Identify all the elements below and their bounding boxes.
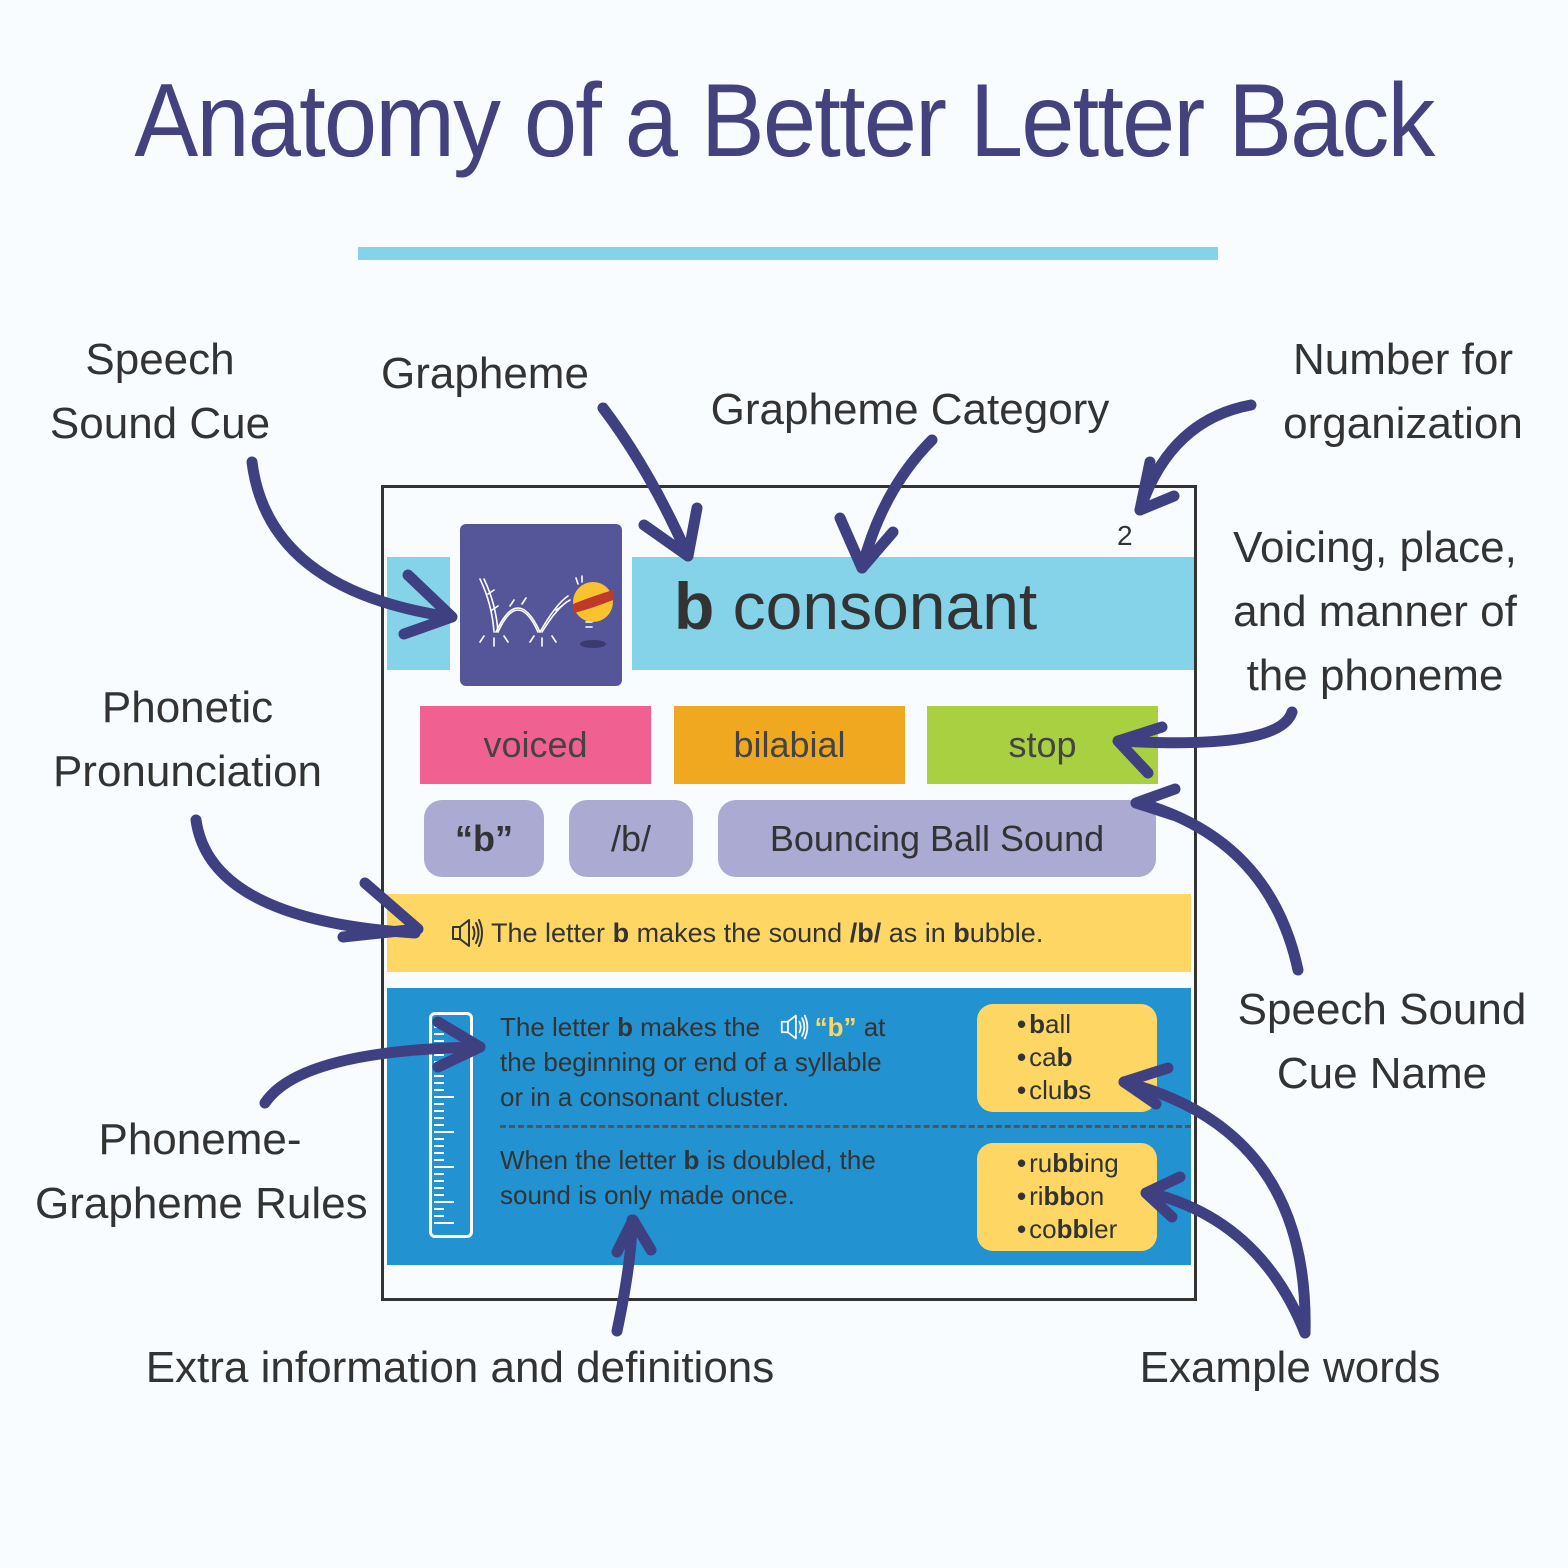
label-line: the phoneme	[1246, 651, 1504, 700]
ruler-icon	[429, 1012, 473, 1238]
rule-line: or in a consonant cluster.	[500, 1082, 790, 1112]
rule-line: The letter b makes the “b” at	[500, 1010, 885, 1045]
letter-card: 2 b consonant voiced bilabial stop “b” /…	[381, 485, 1197, 1301]
rule-text-part: at	[856, 1012, 886, 1042]
example-word: rubbing	[1017, 1147, 1157, 1180]
rule-letter: b	[617, 1012, 633, 1042]
rule-letter: b	[683, 1145, 700, 1175]
word-grapheme: b	[1029, 1009, 1045, 1039]
example-word: ball	[1017, 1008, 1157, 1041]
quoted-sound-pill: “b”	[424, 800, 544, 877]
word-part: ing	[1084, 1148, 1119, 1178]
word-grapheme: b	[1062, 1075, 1079, 1105]
example-word: clubs	[1017, 1074, 1157, 1107]
example-word: cobbler	[1017, 1213, 1157, 1246]
rule-text-part: is doubled, the	[699, 1145, 876, 1175]
grapheme-band	[632, 557, 1194, 670]
place-tag: bilabial	[674, 706, 905, 784]
rule-text-part: makes the	[632, 1012, 768, 1042]
example-words-box: rubbing ribbon cobbler	[977, 1143, 1157, 1251]
rule-1-text: The letter b makes the “b” at the beginn…	[500, 1010, 885, 1115]
phoneme-grapheme-rules: The letter b makes the “b” at the beginn…	[387, 988, 1191, 1265]
example-words-box: ball cab clubs	[977, 1004, 1157, 1112]
label-line: Phonetic	[101, 683, 274, 732]
label-line: Pronunciation	[52, 747, 323, 796]
label-speech-sound-cue-name: Speech Sound Cue Name	[1222, 978, 1542, 1106]
word-part: clu	[1029, 1075, 1063, 1105]
word-part: s	[1078, 1075, 1092, 1105]
sentence-part: as in	[881, 917, 954, 948]
word-part: ri	[1029, 1181, 1044, 1211]
word-grapheme: bb	[1043, 1181, 1076, 1211]
title-divider	[358, 247, 1218, 260]
label-extra-information: Extra information and definitions	[145, 1343, 775, 1392]
rule-2-text: When the letter b is doubled, the sound …	[500, 1143, 876, 1213]
word-part: ru	[1029, 1148, 1053, 1178]
label-line: Phoneme-	[98, 1115, 302, 1164]
bouncing-ball-icon	[479, 575, 613, 648]
sentence-letter: b	[612, 917, 630, 948]
label-line: Number for	[1292, 335, 1514, 384]
voicing-tag: voiced	[420, 706, 651, 784]
label-phonetic-pronunciation: Phonetic Pronunciation	[40, 676, 335, 804]
label-phoneme-grapheme-rules: Phoneme- Grapheme Rules	[35, 1108, 368, 1236]
word-part: ler	[1088, 1214, 1118, 1244]
label-line: organization	[1283, 399, 1523, 448]
sentence-phoneme: /b/	[849, 917, 882, 948]
grapheme-band-left	[387, 557, 450, 670]
grapheme-heading: b consonant	[674, 568, 1037, 644]
cue-name-pill: Bouncing Ball Sound	[718, 800, 1156, 877]
label-grapheme: Grapheme	[381, 349, 589, 398]
word-grapheme: b	[1056, 1042, 1073, 1072]
label-line: Speech	[85, 335, 235, 384]
word-part: co	[1029, 1214, 1057, 1244]
label-line: Voicing, place,	[1233, 523, 1517, 572]
rule-line: When the letter b is doubled, the	[500, 1143, 876, 1178]
label-number-for-organization: Number for organization	[1268, 328, 1538, 456]
sentence-word-rest: ubble.	[969, 917, 1044, 948]
example-word: cab	[1017, 1041, 1157, 1074]
label-line: Sound Cue	[49, 399, 271, 448]
label-example-words: Example words	[1139, 1343, 1441, 1392]
rule-text-part: The letter	[500, 1012, 618, 1042]
pronunciation-band: The letter b makes the sound /b/ as in b…	[387, 894, 1191, 972]
sentence-word-bold: b	[953, 917, 970, 948]
speaker-icon[interactable]	[451, 916, 485, 950]
speech-sound-cue-image	[460, 524, 622, 686]
grapheme-category: consonant	[732, 569, 1038, 643]
label-line: Cue Name	[1276, 1049, 1488, 1098]
rule-line: sound is only made once.	[500, 1180, 795, 1210]
rule-text-part: When the letter	[500, 1145, 684, 1175]
page-title: Anatomy of a Better Letter Back	[134, 63, 1435, 179]
label-grapheme-category: Grapheme Category	[710, 385, 1110, 434]
label-voicing-place-manner: Voicing, place, and manner of the phonem…	[1210, 516, 1540, 708]
word-part: on	[1075, 1181, 1105, 1211]
label-speech-sound-cue: Speech Sound Cue	[40, 328, 280, 456]
card-number: 2	[1117, 520, 1133, 551]
label-line: Grapheme Rules	[35, 1179, 368, 1228]
label-line: Speech Sound	[1237, 985, 1527, 1034]
rule-line: the beginning or end of a syllable	[500, 1047, 882, 1077]
example-word: ribbon	[1017, 1180, 1157, 1213]
ruler-ticks	[434, 1026, 454, 1224]
speaker-icon[interactable]	[775, 1012, 815, 1042]
word-grapheme: bb	[1052, 1148, 1084, 1178]
rule-highlight-sound: “b”	[814, 1012, 857, 1042]
grapheme-letter: b	[674, 569, 715, 643]
word-grapheme: bb	[1056, 1214, 1089, 1244]
word-part: all	[1045, 1009, 1072, 1039]
phoneme-pill: /b/	[569, 800, 693, 877]
sentence-part: The letter	[491, 917, 613, 948]
word-part: ca	[1029, 1042, 1057, 1072]
manner-tag: stop	[927, 706, 1158, 784]
sentence-part: makes the sound	[629, 917, 850, 948]
rule-divider	[500, 1125, 1191, 1128]
label-line: and manner of	[1233, 587, 1517, 636]
